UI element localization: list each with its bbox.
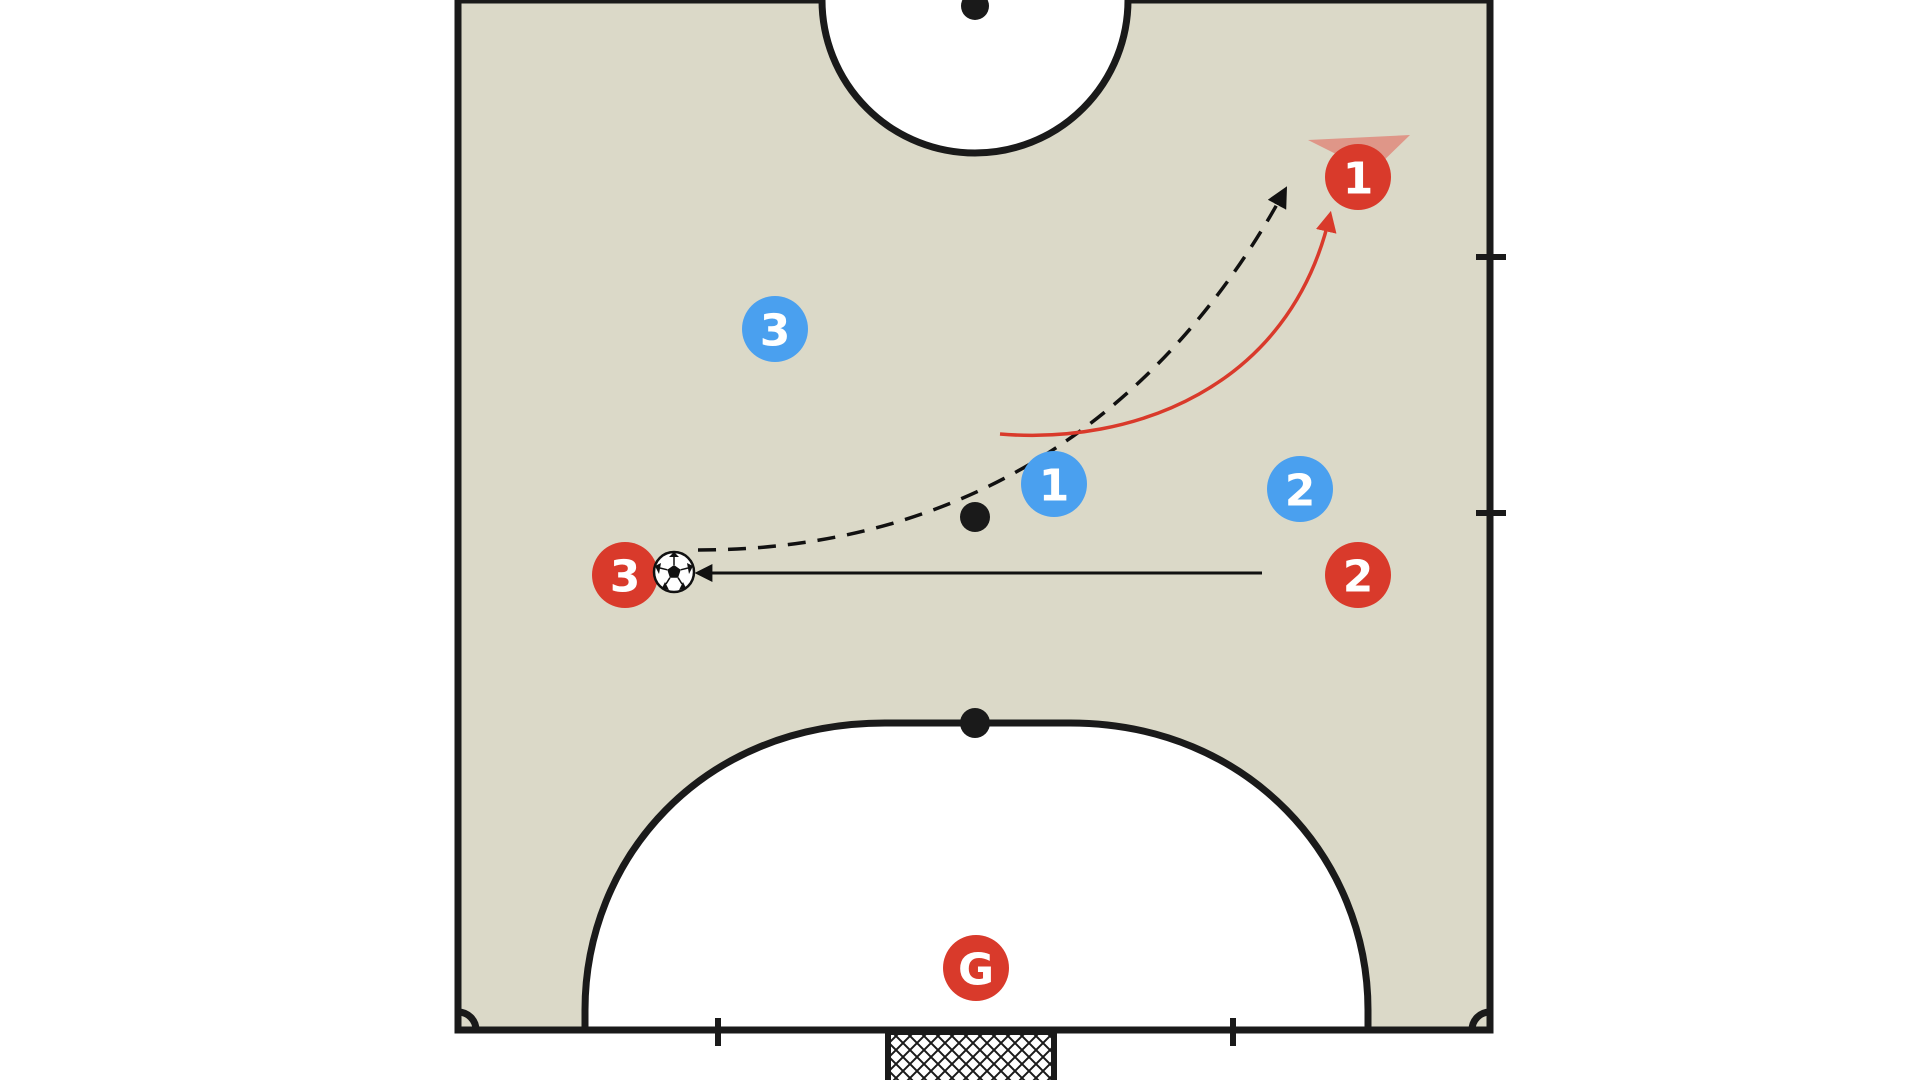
soccer-ball-icon[interactable] — [652, 550, 696, 594]
second-penalty-spot — [960, 502, 990, 532]
run-1 — [999, 210, 1337, 438]
center-spot — [961, 0, 989, 20]
penalty-spot — [960, 708, 990, 738]
corner-arc-right — [1468, 1008, 1491, 1031]
center-circle — [822, 0, 1128, 153]
player-red-2[interactable]: 2 — [1325, 542, 1391, 608]
player-label: 3 — [610, 552, 641, 603]
player-label: 1 — [1039, 461, 1070, 512]
center-circle-line — [818, 0, 1132, 157]
goal-net-icon — [885, 1029, 1057, 1080]
penalty-area — [581, 719, 1372, 1034]
players: 1 2 3 G 1 2 3 — [592, 144, 1391, 1001]
player-label: 2 — [1285, 466, 1316, 517]
player-label: G — [958, 945, 994, 996]
player-blue-3[interactable]: 3 — [742, 296, 808, 362]
player-blue-2[interactable]: 2 — [1267, 456, 1333, 522]
player-red-g[interactable]: G — [943, 935, 1009, 1001]
player-label: 3 — [760, 306, 791, 357]
player-red-1[interactable]: 1 — [1325, 144, 1391, 210]
player-label: 1 — [1343, 154, 1374, 205]
player-red-3[interactable]: 3 — [592, 542, 658, 608]
player-label: 2 — [1343, 552, 1374, 603]
player-blue-1[interactable]: 1 — [1021, 451, 1087, 517]
corner-arc-left — [457, 1008, 480, 1031]
